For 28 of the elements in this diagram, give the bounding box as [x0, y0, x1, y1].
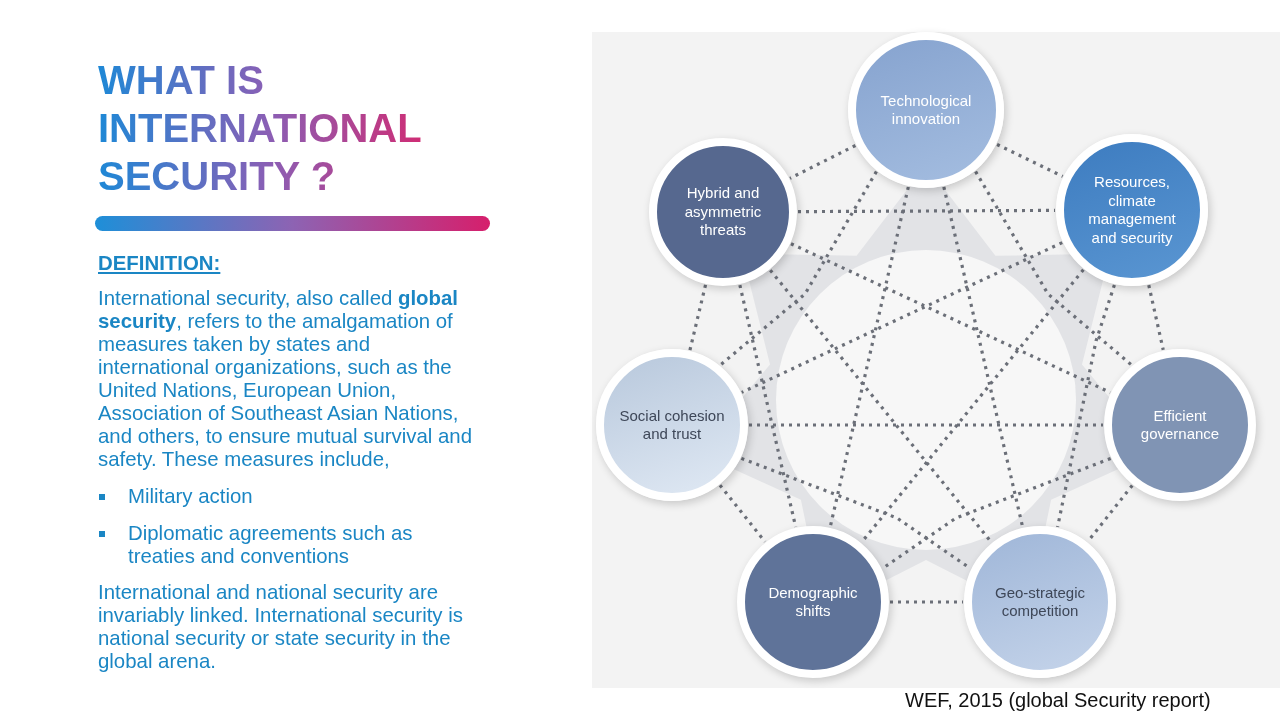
dotted-connector [974, 170, 1133, 367]
source-note: WEF, 2015 (global Security report) [905, 689, 1211, 712]
dotted-connector [719, 170, 878, 367]
section-heading: DEFINITION: [98, 252, 221, 275]
bullet-item: Diplomatic agreements such as treaties and conventions [128, 522, 414, 568]
dotted-connector [942, 186, 1025, 528]
topic-label: Technological innovation [879, 91, 973, 129]
dotted-connector [1056, 284, 1116, 528]
topic-label: Resources, climate management and security [1087, 173, 1177, 247]
dotted-connector [741, 241, 1063, 394]
dotted-connector [749, 423, 1103, 427]
topic-label: Efficient governance [1139, 406, 1221, 444]
dotted-connector [996, 143, 1064, 178]
topic-label: Social cohesion and trust [618, 406, 726, 444]
topic-label: Demographic shifts [767, 583, 859, 621]
dotted-connector [688, 284, 708, 351]
topic-label: Geo-strategic competition [993, 583, 1086, 621]
dotted-connector [890, 600, 963, 604]
dotted-connector [1147, 284, 1165, 351]
bullet-item: Military action [128, 485, 254, 508]
gradient-bar [95, 216, 490, 231]
dotted-connector [828, 186, 910, 528]
dotted-connector [789, 144, 857, 180]
dotted-connector [790, 242, 1111, 394]
paragraph: International security, also called global security, refers to the amalgamation of measures taken by states and international organizations, such as the United Nations, European Union, Association of Southeast Asian Nations, and others, to ensure mutual survival and safety. These measures include, [98, 287, 474, 471]
paragraph: International and national security are invariably linked. International security is national security or state security in the global arena. [98, 581, 464, 673]
dotted-connector [798, 208, 1055, 214]
topic-label: Hybrid and asymmetric threats [683, 184, 763, 240]
